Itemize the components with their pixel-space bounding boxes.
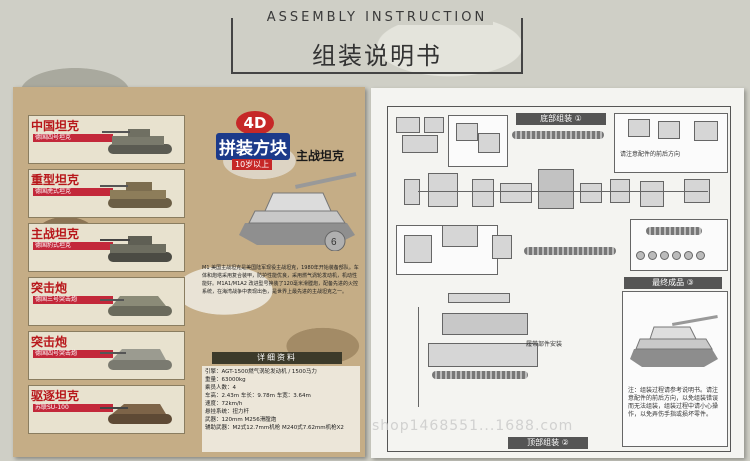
note-final: 注：组装过程请参考说明书。请注意配件的前后方向，以免组装错误而无法组装，组装过程… bbox=[628, 387, 719, 418]
spec-line: 速度：72km/h bbox=[205, 401, 243, 407]
brand-logo: 4D 拼装方块 10岁以上 bbox=[216, 111, 298, 173]
tank-icon bbox=[100, 296, 172, 316]
tank-card-2: 重型坦克 德国虎式坦克 bbox=[28, 169, 185, 218]
tank-card-5: 突击炮 德国四号突击炮 bbox=[28, 331, 185, 380]
tank-card-4: 突击炮 德国三号突击炮 bbox=[28, 277, 185, 326]
tank-icon bbox=[102, 129, 172, 154]
tank-icon bbox=[100, 349, 172, 370]
watermark: shop1468551...1688.com bbox=[372, 418, 574, 434]
spec-line: 悬挂系统：扭力杆 bbox=[205, 409, 250, 415]
spec-line: 重量：63000kg bbox=[205, 377, 246, 383]
tank-icon bbox=[100, 236, 172, 262]
section-final-product: 最终成品 ③ bbox=[624, 277, 722, 289]
section-top-assembly: 顶部组装 ② bbox=[508, 437, 588, 449]
tank-icon bbox=[100, 182, 172, 208]
note-track: 履带部件安装 bbox=[526, 341, 563, 348]
left-booklet: 中国坦克 德国四号坦克 重型坦克 德国虎式坦克 主战坦克 德国豹式坦克 突击炮 bbox=[13, 87, 365, 457]
tank-card-6: 驱逐坦克 苏联SU-100 bbox=[28, 385, 185, 434]
note-direction: 请注意配件的前后方向 bbox=[620, 151, 681, 158]
tank-description: M1 美国主战坦克是美国陆军现役主战坦克，1980年开始装备部队。车体和炮塔采用… bbox=[202, 265, 359, 295]
spec-line: 车高：2.43m 车长：9.78m 车宽：3.64m bbox=[205, 393, 311, 399]
spec-line: 武器：120mm M256滑膛炮 bbox=[205, 417, 277, 423]
tank-card-3: 主战坦克 德国豹式坦克 bbox=[28, 223, 185, 272]
featured-tank-title: 主战坦克 bbox=[296, 149, 345, 163]
right-instruction-sheet: 底部组装 ① 请注意配件的前后方向 bbox=[371, 88, 744, 458]
title-chinese: 组装说明书 bbox=[312, 42, 442, 70]
spec-line: 乘员人数：4 bbox=[205, 385, 236, 391]
instruction-frame: 底部组装 ① 请注意配件的前后方向 bbox=[387, 106, 731, 452]
final-tank-icon bbox=[630, 315, 718, 367]
tank-icon bbox=[100, 404, 172, 424]
spec-title: 详细资料 bbox=[212, 352, 342, 364]
title-frame: ASSEMBLY INSTRUCTION 组装说明书 bbox=[231, 10, 523, 74]
spec-line: 辅助武器：M2式12.7mm机枪 M240式7.62mm机枪X2 bbox=[205, 425, 344, 431]
featured-tank-icon: 6 bbox=[239, 172, 357, 251]
section-bottom-assembly: 底部组装 ① bbox=[516, 113, 606, 125]
spec-line: 引擎：AGT-1500燃气涡轮发动机 / 1500马力 bbox=[205, 369, 317, 375]
tank-card-1: 中国坦克 德国四号坦克 bbox=[28, 115, 185, 164]
title-english: ASSEMBLY INSTRUCTION bbox=[233, 10, 521, 25]
svg-text:6: 6 bbox=[331, 237, 337, 248]
spec-list: 引擎：AGT-1500燃气涡轮发动机 / 1500马力 重量：63000kg 乘… bbox=[202, 366, 360, 452]
